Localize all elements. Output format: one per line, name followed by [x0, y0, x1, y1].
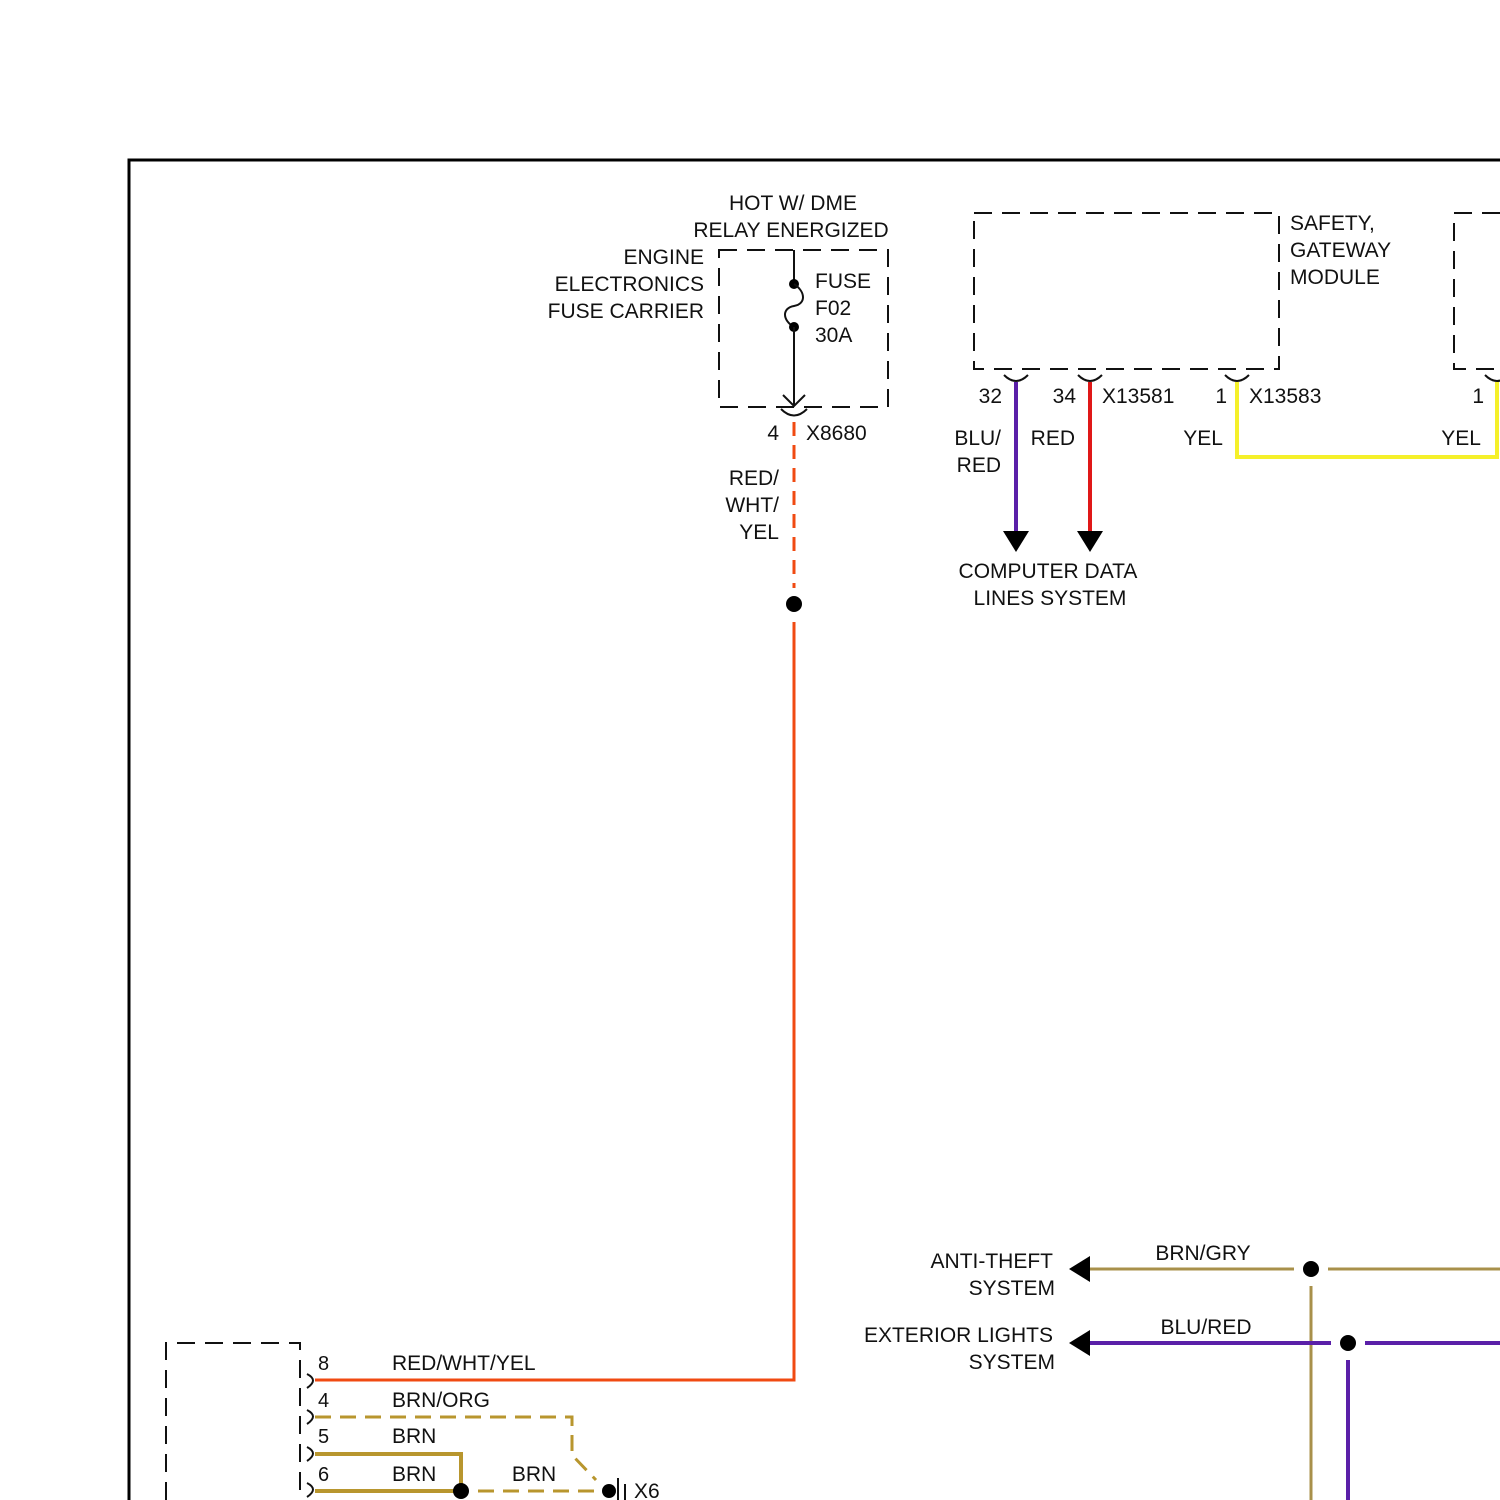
anti-theft-label-line1: ANTI-THEFT	[931, 1250, 1054, 1273]
fuse-label-line1: FUSE	[815, 270, 871, 293]
gateway-module-label-line2: GATEWAY	[1290, 239, 1391, 262]
lower-pin-6: 6	[318, 1464, 329, 1486]
arrow-down-icon	[1003, 531, 1029, 552]
gateway-pin-1: 1	[1215, 385, 1227, 408]
wire-color-label-line2: WHT/	[725, 494, 779, 517]
fuse-carrier-label-line3: FUSE CARRIER	[548, 300, 704, 323]
lower-pin-8-icon	[307, 1374, 313, 1388]
splice-dot-red-wht-yel	[786, 596, 802, 612]
diagram-frame	[129, 160, 1500, 1500]
gateway-connector-x13583: X13583	[1249, 385, 1321, 408]
ground-connector-x6: X6	[634, 1480, 660, 1500]
lower-pin-8: 8	[318, 1353, 329, 1375]
gateway-connector-x13581: X13581	[1102, 385, 1174, 408]
wire-yel-label-left: YEL	[1183, 427, 1223, 450]
hot-label-line1: HOT W/ DME	[729, 192, 857, 215]
arrow-left-icon	[1069, 1330, 1090, 1356]
exterior-lights-label-line2: SYSTEM	[969, 1351, 1055, 1374]
fuse-carrier-label-line1: ENGINE	[623, 246, 704, 269]
lower-wire-4-label: BRN/ORG	[392, 1389, 490, 1412]
fuse-label-line2: F02	[815, 297, 851, 320]
gateway-pin-32: 32	[979, 385, 1002, 408]
wire-color-label-line3: YEL	[739, 521, 779, 544]
lower-wire-5-label: BRN	[392, 1425, 436, 1448]
lower-wire-8-label: RED/WHT/YEL	[392, 1352, 536, 1375]
fuse-label-line3: 30A	[815, 324, 852, 347]
lower-pin-4-icon	[307, 1410, 313, 1424]
right-module-box	[1454, 213, 1500, 369]
connector-pin-1-icon	[1225, 375, 1249, 381]
right-module-pin-1: 1	[1472, 385, 1484, 408]
computer-data-lines-label-line2: LINES SYSTEM	[974, 587, 1127, 610]
wire-blu-red-label-line1: BLU/	[954, 427, 1001, 450]
right-module-pin-icon	[1485, 375, 1500, 381]
fuse-pin-number: 4	[767, 422, 779, 445]
wire-red-wht-yel-solid	[315, 622, 794, 1380]
gateway-module-label-line1: SAFETY,	[1290, 212, 1375, 235]
anti-theft-label-line2: SYSTEM	[969, 1277, 1055, 1300]
exterior-lights-label-line1: EXTERIOR LIGHTS	[864, 1324, 1053, 1347]
arrow-left-icon	[1069, 1256, 1090, 1282]
hot-label-line2: RELAY ENERGIZED	[693, 219, 888, 242]
gateway-pin-34: 34	[1053, 385, 1077, 408]
lower-pin-4: 4	[318, 1390, 329, 1412]
gateway-module-label-line3: MODULE	[1290, 266, 1380, 289]
splice-dot-brn-gry	[1303, 1261, 1319, 1277]
wire-brn-splice-label: BRN	[512, 1463, 556, 1486]
wire-color-label-line1: RED/	[729, 467, 779, 490]
wire-brn-gry-label: BRN/GRY	[1155, 1242, 1250, 1265]
fuse-element-icon	[785, 284, 803, 327]
ground-connection-dot	[602, 1484, 616, 1498]
lower-pin-5: 5	[318, 1426, 329, 1448]
splice-dot-brn	[453, 1483, 469, 1499]
connector-pin-34-icon	[1078, 375, 1102, 381]
fuse-carrier-label-line2: ELECTRONICS	[555, 273, 704, 296]
wire-red-label: RED	[1031, 427, 1075, 450]
computer-data-lines-label-line1: COMPUTER DATA	[959, 560, 1138, 583]
gateway-module-box	[974, 213, 1279, 369]
lower-pin-5-icon	[307, 1447, 313, 1461]
connector-pin-32-icon	[1004, 375, 1028, 381]
splice-dot-blu-red	[1340, 1335, 1356, 1351]
wire-yel-label-right: YEL	[1441, 427, 1481, 450]
lower-pin-6-icon	[307, 1483, 313, 1497]
fuse-connector-id: X8680	[806, 422, 867, 445]
lower-wire-6-label: BRN	[392, 1463, 436, 1486]
connector-x8680-icon	[781, 409, 807, 416]
wire-blu-red-label-line2: RED	[957, 454, 1001, 477]
wire-brn-5	[315, 1454, 461, 1490]
lower-module-box	[166, 1343, 300, 1500]
arrow-down-icon	[1077, 531, 1103, 552]
wire-blu-red-lights-label: BLU/RED	[1160, 1316, 1251, 1339]
